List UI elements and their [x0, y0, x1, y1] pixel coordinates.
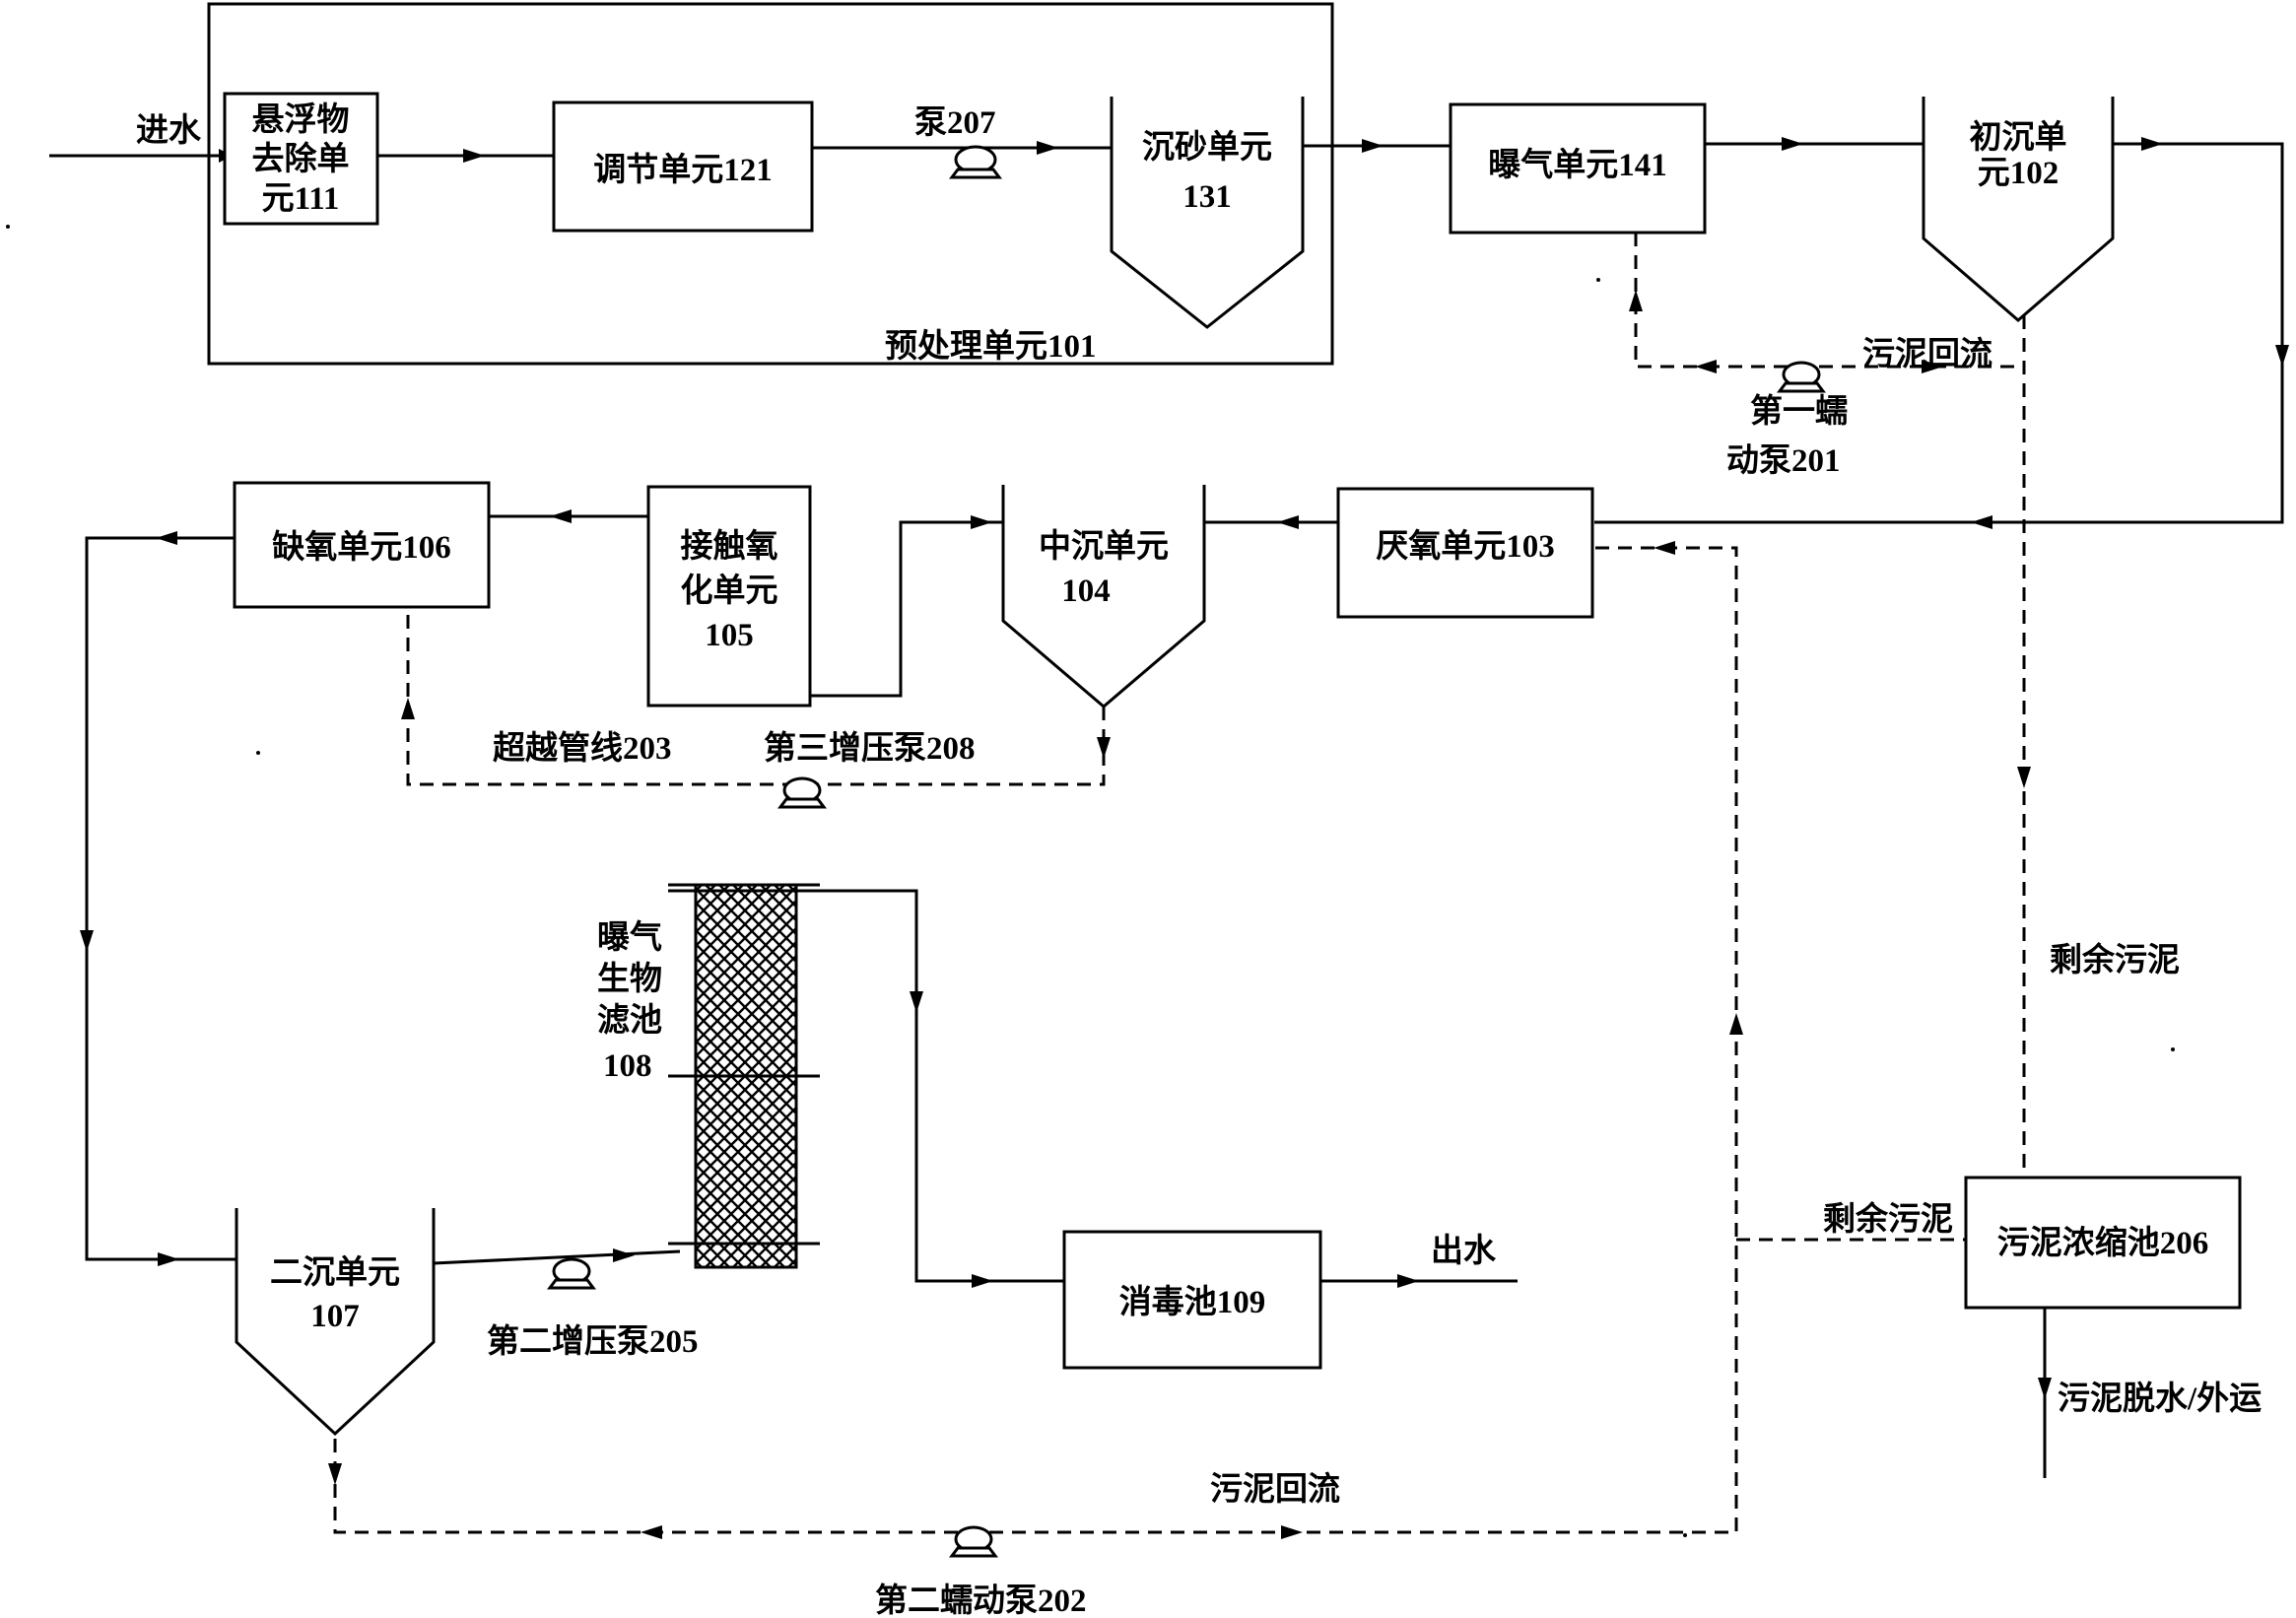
sludge-return-top-arrow-left	[1695, 360, 1717, 373]
scan-dot	[256, 751, 260, 755]
pump-201-icon	[1777, 361, 1826, 393]
disinfection-tank-label: 消毒池109	[1119, 1284, 1266, 1320]
flow-102-103	[1594, 142, 2284, 524]
bypass-line	[406, 607, 1106, 786]
aeration-unit	[1449, 102, 1707, 235]
sludge-return-top-arrow-right	[1922, 360, 1943, 373]
pump-201-label-1: 第一蠕	[1750, 393, 1848, 430]
secondary-settling-unit	[235, 1208, 436, 1437]
pump-208-icon	[777, 776, 827, 809]
scan-dot	[1596, 278, 1600, 282]
outlet-label: 出水	[1431, 1233, 1497, 1269]
pretreatment-boundary	[207, 2, 1334, 366]
pretreatment-label: 预处理单元101	[885, 328, 1097, 365]
regulating-unit-label: 调节单元121	[593, 152, 773, 188]
disinfection-tank	[1062, 1230, 1322, 1370]
arrow-to-103	[1971, 515, 1992, 529]
primary-settling-label-2: 元102	[1978, 156, 2060, 191]
arrow-105-106	[550, 509, 572, 523]
sludge-return-bottom-arrow-left	[641, 1525, 662, 1539]
sludge-return-top-arrow-up	[1629, 290, 1643, 311]
filter-label-4: 108	[603, 1048, 652, 1084]
pump-202-label: 第二蠕动泵202	[875, 1583, 1087, 1618]
bypass-arrow-down	[1097, 737, 1111, 759]
arrow-141-102	[1782, 137, 1803, 151]
anaerobic-unit	[1336, 487, 1594, 619]
arrow-102-down	[2275, 345, 2289, 367]
dewatering-label: 污泥脱水/外运	[2058, 1381, 2262, 1417]
scan-dot	[2171, 1047, 2175, 1051]
anaerobic-unit-label: 厌氧单元103	[1376, 528, 1555, 565]
sludge-return-bottom-label: 污泥回流	[1210, 1471, 1340, 1508]
sludge-return-bottom-arrow-down	[328, 1463, 342, 1485]
suspended-unit-label-2: 去除单	[252, 140, 350, 177]
scan-dot	[1683, 1533, 1687, 1537]
sludge-return-top-label: 污泥回流	[1862, 336, 1992, 372]
grit-chamber-label-2: 131	[1182, 179, 1232, 215]
contact-oxidation-label-3: 105	[705, 618, 754, 653]
primary-settling-unit	[1922, 97, 2115, 322]
sludge-return-bottom-arrow-left2	[1654, 541, 1675, 555]
secondary-settling-label-1: 二沉单元	[270, 1254, 400, 1291]
arrow-111-121	[463, 149, 485, 163]
sludge-thickener-label: 污泥浓缩池206	[1997, 1225, 2209, 1261]
pump-202-icon	[949, 1525, 998, 1558]
arrow-102-right	[2141, 137, 2163, 151]
pump-207-label: 泵207	[914, 105, 996, 141]
sludge-return-top-line	[1634, 233, 2024, 369]
inlet-label: 进水	[136, 112, 202, 149]
filter-label-1: 曝气	[597, 919, 662, 956]
flow-104-105	[810, 520, 1003, 698]
pump-205-label: 第二增压泵205	[487, 1323, 699, 1360]
pump-205-icon	[547, 1257, 596, 1290]
filter-label-3: 滤池	[597, 1002, 662, 1039]
sludge-thickener	[1964, 1176, 2242, 1310]
excess-sludge-right-arrow	[2017, 767, 2031, 788]
primary-settling-label-1: 初沉单	[1970, 119, 2067, 156]
sludge-return-bottom-arrow-up	[1729, 1013, 1743, 1035]
aeration-unit-label: 曝气单元141	[1488, 147, 1667, 183]
sludge-return-bottom-arrow-right	[1281, 1525, 1303, 1539]
outlet-arrow	[1397, 1274, 1419, 1288]
arrow-103-104	[1277, 515, 1299, 529]
arrow-106-down	[80, 930, 94, 952]
scan-dot	[6, 225, 10, 229]
suspended-unit-label-1: 悬浮物	[252, 101, 350, 138]
filter-label-2: 生物	[597, 961, 662, 997]
suspended-unit-label-3: 元111	[262, 181, 340, 217]
anoxic-unit	[233, 481, 491, 609]
pump-207-icon	[949, 145, 1002, 179]
middle-settling-label-2: 104	[1061, 573, 1111, 609]
secondary-settling-label-2: 107	[310, 1299, 360, 1334]
arrow-106-left	[156, 531, 177, 545]
bypass-arrow-up	[401, 698, 415, 719]
arrow-121-131	[1037, 141, 1058, 155]
arrow-104-105	[971, 515, 992, 529]
arrow-to-109	[972, 1274, 993, 1288]
anoxic-unit-label: 缺氧单元106	[272, 529, 451, 566]
contact-oxidation-unit	[646, 485, 812, 708]
flow-108-109	[820, 889, 1064, 1283]
suspended-solids-removal-unit	[223, 92, 379, 226]
excess-sludge-right-label: 剩余污泥	[2050, 941, 2180, 978]
grit-chamber-unit	[1110, 97, 1305, 329]
excess-sludge-mid-label: 剩余污泥	[1823, 1200, 1953, 1238]
sludge-return-bottom-line	[333, 546, 1738, 1534]
contact-oxidation-label-2: 化单元	[681, 573, 778, 609]
bypass-label: 超越管线203	[493, 730, 672, 767]
flow-107-108	[433, 1249, 681, 1265]
contact-oxidation-label-1: 接触氧	[681, 528, 778, 565]
dewatering-arrow	[2038, 1378, 2052, 1399]
arrow-107-108	[613, 1248, 635, 1262]
pump-201-label-2: 动泵201	[1726, 442, 1841, 479]
flow-106-107	[85, 536, 236, 1261]
middle-settling-label-1: 中沉单元	[1039, 528, 1169, 565]
arrow-131-141	[1362, 139, 1384, 153]
regulating-unit	[552, 101, 814, 233]
arrow-to-107	[158, 1252, 179, 1266]
grit-chamber-label-1: 沉砂单元	[1142, 129, 1272, 166]
pump-208-label: 第三增压泵208	[764, 730, 976, 767]
arrow-108-down	[910, 991, 923, 1013]
